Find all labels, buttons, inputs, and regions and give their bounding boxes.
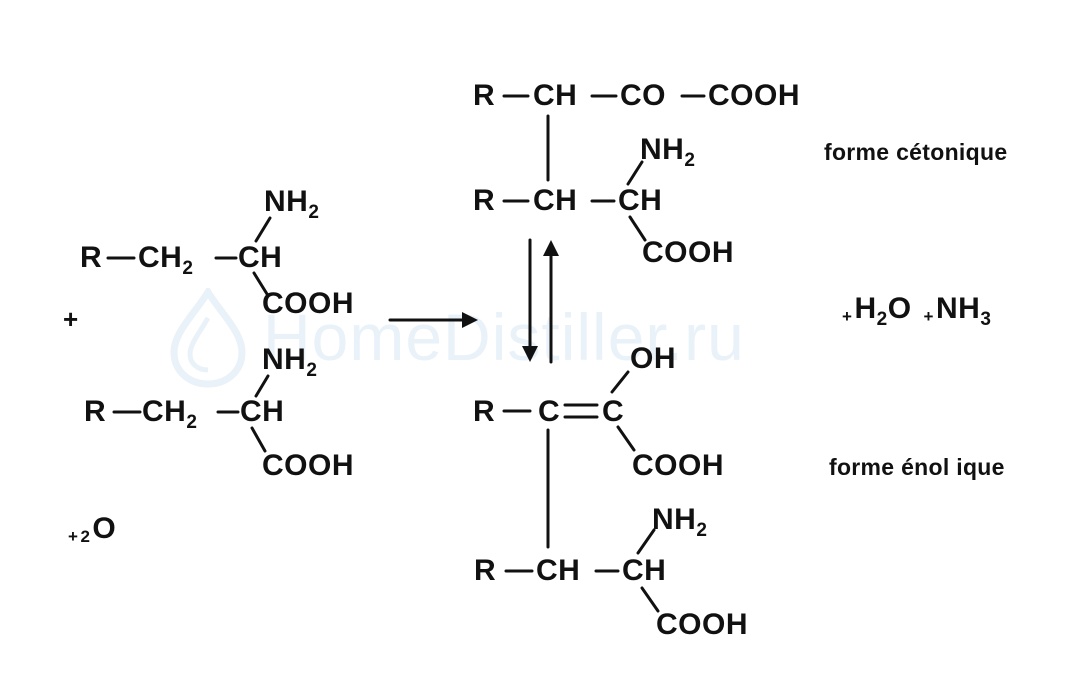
- oxygen-plus: +: [68, 527, 79, 546]
- bond-enol2-ch-nh2: [636, 528, 656, 555]
- enolic-bottom-ch2: CH: [622, 554, 667, 587]
- byproduct-plus-1: +: [842, 307, 853, 326]
- reactant-top-ch2: CH2: [138, 241, 193, 279]
- enolic-bottom-ch1: CH: [536, 554, 581, 587]
- enolic-top-c1: C: [538, 395, 561, 428]
- oxygen-symbol: O: [92, 512, 117, 545]
- ketonic-bottom-cooh: COOH: [642, 236, 734, 269]
- reactant-bottom-ch: CH: [240, 395, 285, 428]
- byproduct-plus-2: +: [923, 307, 934, 326]
- enolic-top-c2: C: [602, 395, 625, 428]
- water-o: O: [887, 292, 912, 325]
- bond-ch-cooh-bottom: [250, 426, 267, 453]
- reactant-top-ch2-symbol: CH: [138, 241, 183, 274]
- reactant-top-r: R: [80, 241, 103, 274]
- enolic-top-oh: OH: [630, 342, 676, 375]
- reactant-top-cooh: COOH: [262, 287, 354, 320]
- bond-ch-cooh-top: [252, 271, 269, 296]
- reactant-bottom-ch2-symbol: CH: [142, 395, 187, 428]
- reactant-top-nh2: NH2: [264, 185, 319, 223]
- bond-enol-c-oh: [610, 370, 630, 394]
- ketonic-bottom-ch1: CH: [533, 184, 578, 217]
- ketonic-form-label: forme cétonique: [824, 139, 1008, 165]
- bond-ch-nh2-bottom: [254, 374, 270, 398]
- reactant-top-ch2-sub: 2: [182, 258, 194, 279]
- byproducts: +H2O+NH3: [842, 292, 991, 330]
- reactant-bottom-ch2: CH2: [142, 395, 197, 433]
- water-h: H: [854, 292, 877, 325]
- bond-ch-nh2-top: [254, 216, 272, 243]
- reactant-bottom-nh2-sub: 2: [306, 360, 318, 381]
- ketonic-bottom-nh2-symbol: NH: [640, 133, 685, 166]
- ketonic-top-cooh: COOH: [708, 79, 800, 112]
- bond-enol2-ch-cooh: [640, 586, 660, 613]
- oxygen-term: +2O: [68, 512, 117, 546]
- reactant-bottom-nh2-symbol: NH: [262, 343, 307, 376]
- reactant-bottom-ch2-sub: 2: [186, 412, 198, 433]
- ketonic-bottom-nh2-sub: 2: [684, 150, 696, 171]
- enolic-form-label: forme énol ique: [829, 454, 1005, 480]
- reactant-bottom-nh2: NH2: [262, 343, 317, 381]
- reactant-top-nh2-symbol: NH: [264, 185, 309, 218]
- enolic-bottom-r: R: [474, 554, 497, 587]
- bond-enol-c-cooh: [616, 425, 636, 452]
- equilibrium-arrow-down-head: [522, 346, 538, 362]
- enolic-bottom-nh2-sub: 2: [696, 520, 708, 541]
- ketonic-bottom-r: R: [473, 184, 496, 217]
- reactant-bottom-cooh: COOH: [262, 449, 354, 482]
- enolic-bottom-nh2: NH2: [652, 503, 707, 541]
- enolic-bottom-nh2-symbol: NH: [652, 503, 697, 536]
- oxygen-coefficient: 2: [80, 527, 91, 546]
- ketonic-top-co: CO: [620, 79, 666, 112]
- ketonic-top-ch: CH: [533, 79, 578, 112]
- equilibrium-arrow-up-head: [543, 240, 559, 256]
- enolic-bottom-cooh: COOH: [656, 608, 748, 641]
- reactant-top-ch: CH: [238, 241, 283, 274]
- plus-between-reactants: +: [63, 304, 79, 334]
- ketonic-top-r: R: [473, 79, 496, 112]
- reaction-arrow-head: [462, 312, 478, 328]
- reactant-bottom-r: R: [84, 395, 107, 428]
- enolic-top-r: R: [473, 395, 496, 428]
- ammonia-nh: NH: [935, 292, 981, 325]
- water-sub: 2: [876, 309, 888, 330]
- reactant-top-nh2-sub: 2: [308, 202, 320, 223]
- enolic-top-cooh: COOH: [632, 449, 724, 482]
- bond-ket2-ch-nh2: [626, 160, 644, 186]
- ammonia-sub: 3: [980, 309, 992, 330]
- bond-ket2-ch-cooh: [628, 215, 647, 242]
- ketonic-bottom-nh2: NH2: [640, 133, 695, 171]
- ketonic-bottom-ch2: CH: [618, 184, 663, 217]
